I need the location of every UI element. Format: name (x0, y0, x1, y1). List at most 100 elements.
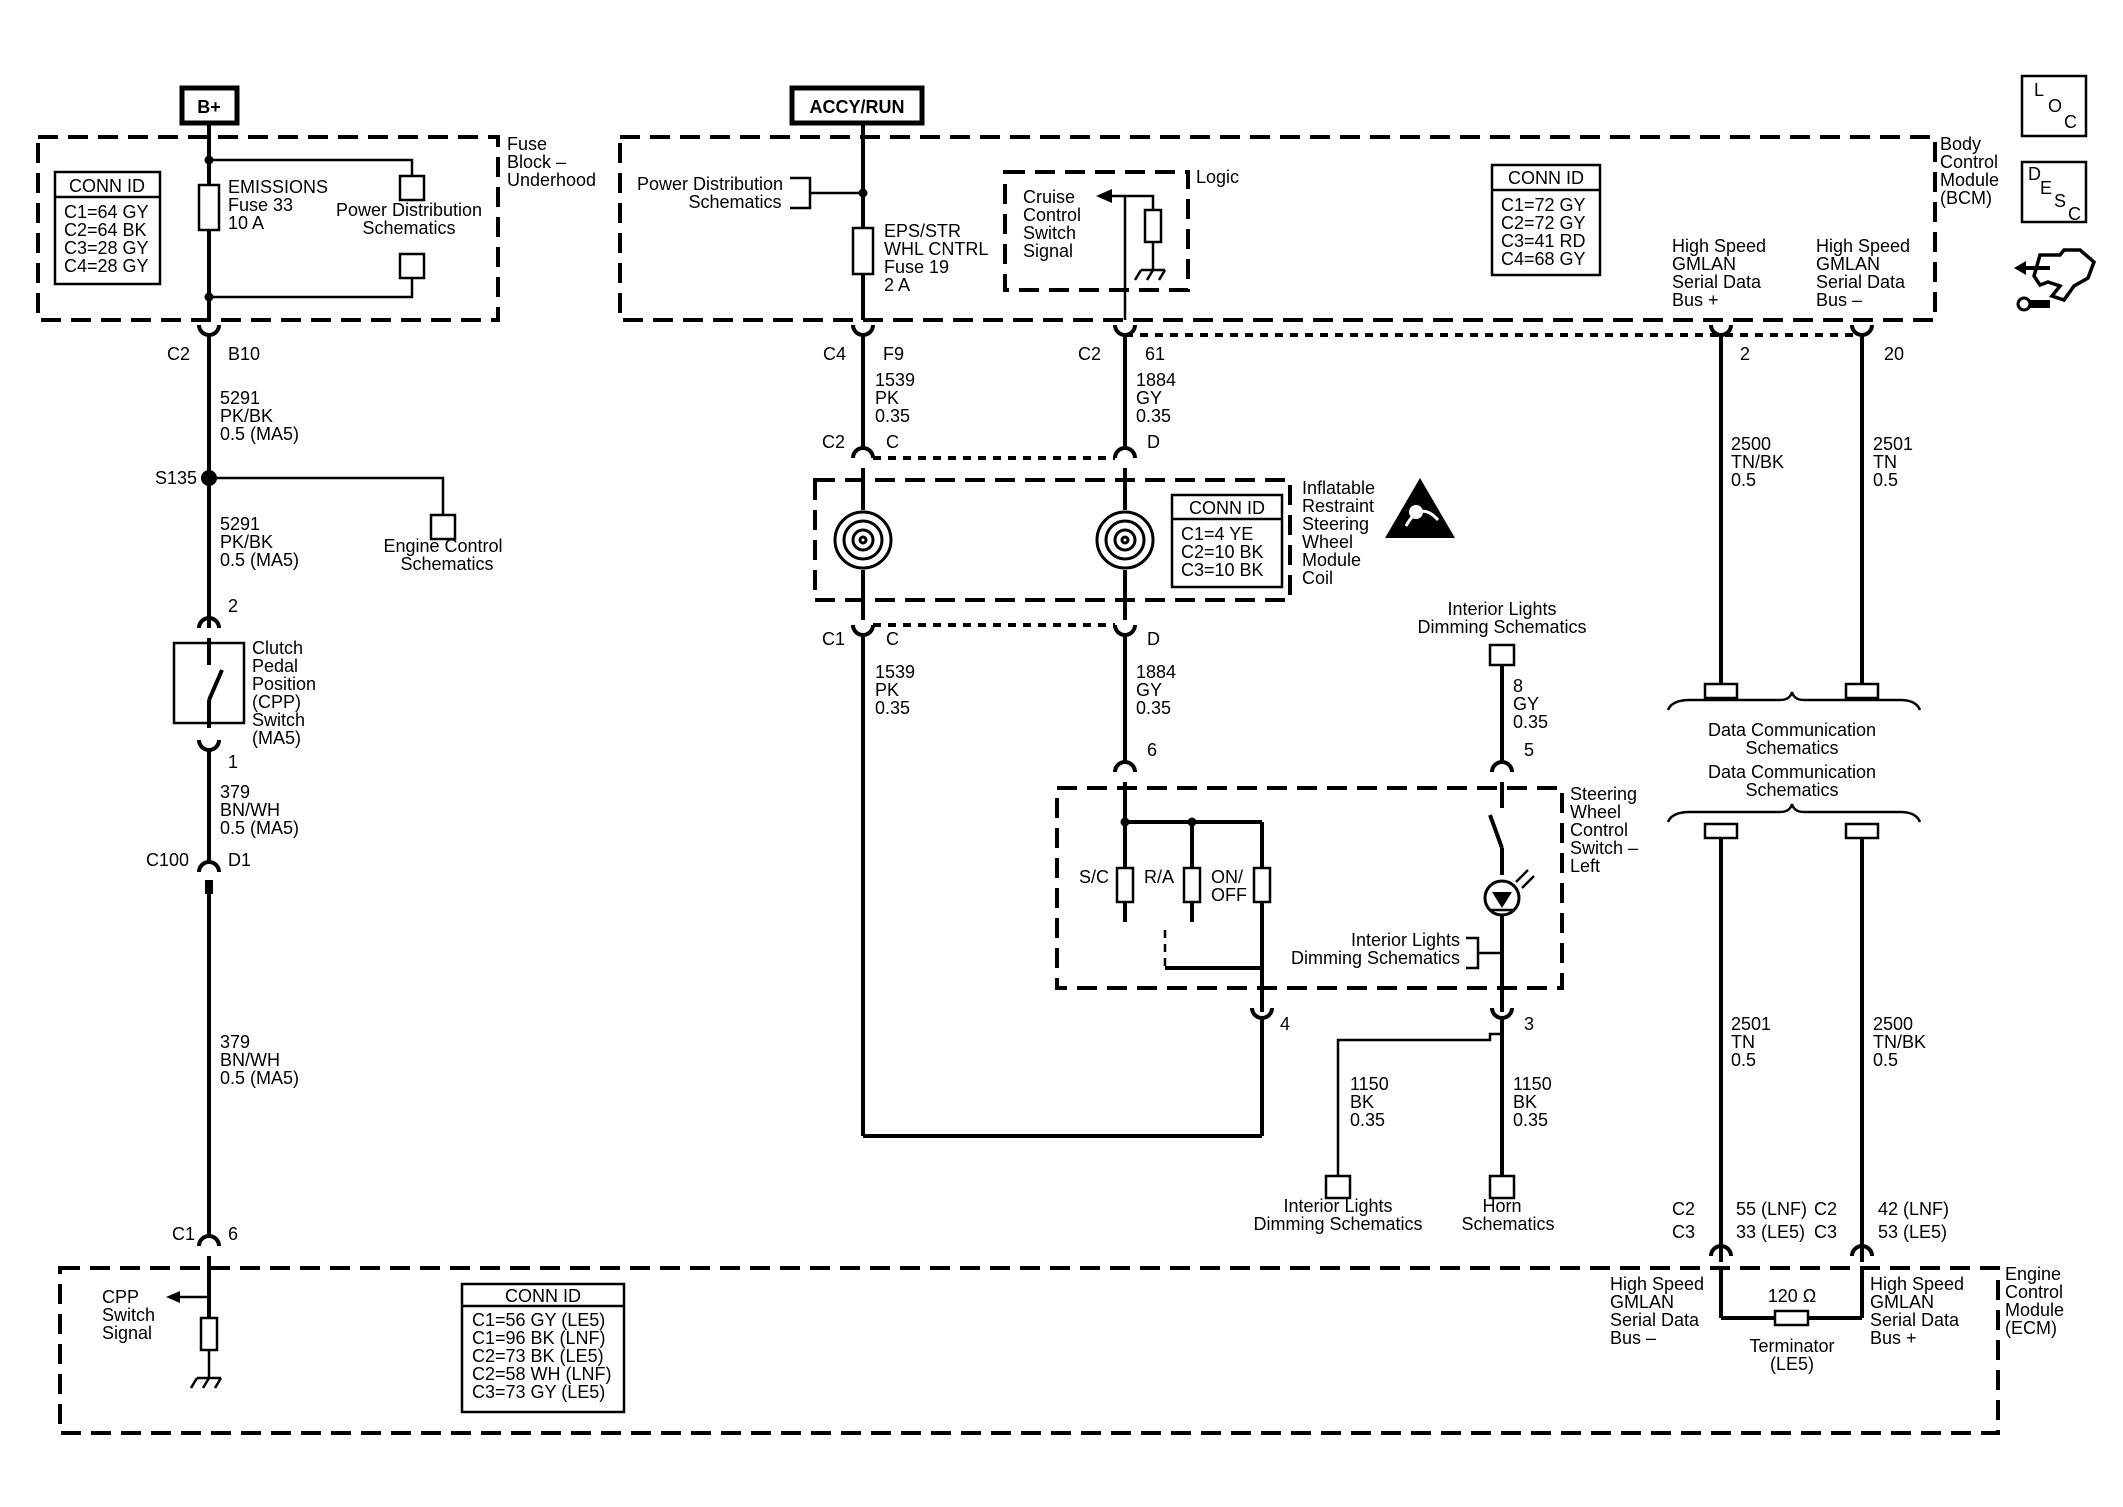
accy-run-label: ACCY/RUN (809, 97, 904, 117)
ecm-conn-id-title: CONN ID (505, 1286, 581, 1306)
bplus-source: B+ (179, 85, 240, 137)
wire-2500-a-size: 0.5 (1731, 470, 1756, 490)
wire-5291-b-number: 5291 (220, 514, 260, 534)
ecm: Engine Control Module (ECM) CPP Switch S… (102, 1264, 2064, 1414)
ecm-connector-c1: C1 (172, 1224, 195, 1244)
bcm-name-1: Body (1940, 134, 1981, 154)
ecm-cpp-resistor (199, 1316, 219, 1352)
fuse-33-symbol (197, 183, 221, 232)
ecm-conn-id-5: C3=73 GY (LE5) (472, 1382, 605, 1402)
bcm-conn-id-3: C3=41 RD (1501, 231, 1586, 251)
swc-pin-5: 5 (1524, 740, 1534, 760)
swc-onoff-label-2: OFF (1211, 885, 1247, 905)
swc-name-2: Wheel (1570, 802, 1621, 822)
coil-connector-c1: C1 (822, 629, 845, 649)
wire-8-size: 0.35 (1513, 712, 1548, 732)
swc-name-4: Switch – (1570, 838, 1638, 858)
bcm-power-dist-2: Schematics (688, 192, 781, 212)
cruise-signal-arrow (1096, 189, 1112, 203)
coil-name-3: Steering (1302, 514, 1369, 534)
bcm-name-3: Module (1940, 170, 1999, 190)
swc-ra-label: R/A (1144, 867, 1174, 887)
bcm-pin-2: 2 (1740, 344, 1750, 364)
coil-pin-d-top: D (1147, 432, 1160, 452)
resistor-ra (1182, 866, 1202, 904)
wire-1150-b-number: 1150 (1513, 1074, 1552, 1094)
data-comm-brace-top (1666, 691, 1922, 711)
wire-1539-a-color: PK (875, 388, 899, 408)
wire-1884-a-number: 1884 (1136, 370, 1176, 390)
bcm-gmlan-minus-2: GMLAN (1816, 254, 1880, 274)
ecm-name-2: Control (2005, 1282, 2063, 1302)
desc-letter-s: S (2054, 191, 2066, 211)
cruise-signal-4: Signal (1023, 241, 1073, 261)
bcm-gmlan-minus-1: High Speed (1816, 236, 1910, 256)
fuse-33-number: Fuse 33 (228, 195, 293, 215)
horn-ref (1488, 1174, 1516, 1200)
loc-icon[interactable]: L O C (2020, 74, 2088, 138)
cpp-pin-2: 2 (228, 596, 238, 616)
wire-1539-b-color: PK (875, 680, 899, 700)
cruise-signal-2: Control (1023, 205, 1081, 225)
coil-connector-c2: C2 (822, 432, 845, 452)
ecm-right-pin-le5: 53 (LE5) (1878, 1222, 1947, 1242)
bcm-connector-c4: C4 (823, 344, 846, 364)
wire-2501-a-number: 2501 (1873, 434, 1913, 454)
wire-8-color: GY (1513, 694, 1539, 714)
fuse-block-outline (36, 135, 500, 322)
resistor-sc (1115, 866, 1135, 904)
wire-5291-a-color: PK/BK (220, 406, 273, 426)
ecm-gmlan-minus-1: High Speed (1610, 1274, 1704, 1294)
bcm-pin-20: 20 (1884, 344, 1904, 364)
loc-letter-o: O (2048, 96, 2062, 116)
fuse-19-symbol (851, 226, 875, 276)
desc-letter-d: D (2028, 164, 2041, 184)
bcm-conn-id-4: C4=68 GY (1501, 249, 1586, 269)
wire-1884-a-color: GY (1136, 388, 1162, 408)
ecm-gmlan-minus-4: Bus – (1610, 1328, 1656, 1348)
bcm-conn-id-2: C2=72 GY (1501, 213, 1586, 233)
coil-conn-id-1: C1=4 YE (1181, 524, 1253, 544)
wire-1539-a-number: 1539 (875, 370, 915, 390)
loc-letter-l: L (2034, 80, 2044, 100)
wire-1539-b-size: 0.35 (875, 698, 910, 718)
ecm-gmlan-minus-3: Serial Data (1610, 1310, 1700, 1330)
swc-onoff-label-1: ON/ (1211, 867, 1243, 887)
ecm-pin-6: 6 (228, 1224, 238, 1244)
swc-pin-4: 4 (1280, 1014, 1290, 1034)
horn-ref-2: Schematics (1461, 1214, 1554, 1234)
bcm-name-2: Control (1940, 152, 1998, 172)
fuse-block-power-dist-2: Schematics (362, 218, 455, 238)
power-dist-ref-bottom (398, 252, 426, 280)
accy-run-source: ACCY/RUN (789, 85, 925, 137)
data-comm-1-line-2: Schematics (1745, 738, 1838, 758)
ecm-gmlan-plus-2: GMLAN (1870, 1292, 1934, 1312)
coil-pin-d-bottom: D (1147, 629, 1160, 649)
wire-2501-b-color: TN (1731, 1032, 1755, 1052)
swc-pin-3: 3 (1524, 1014, 1534, 1034)
cpp-circuit: C2 B10 5291 PK/BK 0.5 (MA5) S135 Engine … (146, 324, 503, 1322)
cpp-switch-name-4: (CPP) (252, 692, 301, 712)
connector-tool-icon[interactable] (2014, 248, 2097, 312)
wire-1150-b-color: BK (1513, 1092, 1537, 1112)
wire-1884-b-size: 0.35 (1136, 698, 1171, 718)
ecm-cpp-signal-1: CPP (102, 1287, 139, 1307)
terminator-label: Terminator (1749, 1336, 1834, 1356)
bplus-label: B+ (197, 97, 221, 117)
fuse-19-rating: 2 A (884, 275, 910, 295)
bcm-conn-id-box (1490, 163, 1602, 277)
coil-conn-id-2: C2=10 BK (1181, 542, 1264, 562)
connector-c100-pin-d1: D1 (228, 850, 251, 870)
coil-name-4: Wheel (1302, 532, 1353, 552)
bcm-gmlan-plus-2: GMLAN (1672, 254, 1736, 274)
fuse-block-power-dist-1: Power Distribution (336, 200, 482, 220)
horn-ref-1: Horn (1482, 1196, 1521, 1216)
fuse-block-connector-c2: C2 (167, 344, 190, 364)
int-lights-inner-1: Interior Lights (1351, 930, 1460, 950)
cruise-circuit: C4 F9 C2 61 1539 PK 0.35 1884 GY 0.35 C2… (822, 324, 1862, 1234)
desc-icon[interactable]: D E S C (2020, 160, 2088, 224)
ecm-conn-id-4: C2=58 WH (LNF) (472, 1364, 612, 1384)
fuse-block-conn-id-1: C1=64 GY (64, 202, 149, 222)
splice-s135 (201, 470, 217, 486)
wire-1884-a-size: 0.35 (1136, 406, 1171, 426)
